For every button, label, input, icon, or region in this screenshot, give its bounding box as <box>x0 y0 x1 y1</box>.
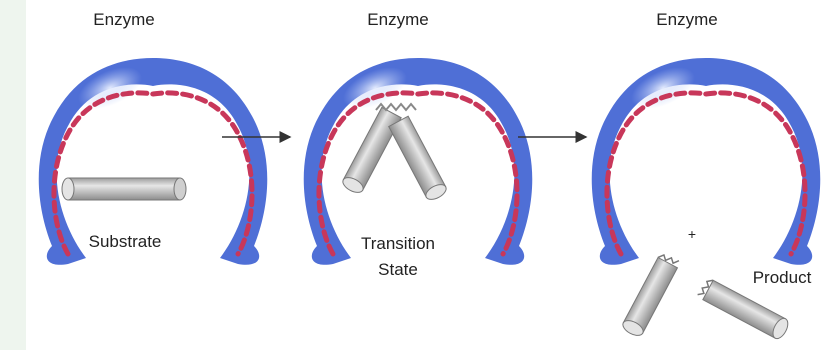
enzyme-label-2: Enzyme <box>362 8 434 32</box>
enzyme-3 <box>592 58 821 265</box>
product-label: Product <box>744 266 820 290</box>
enzyme-label-1: Enzyme <box>88 8 160 32</box>
substrate-cylinder <box>62 178 186 200</box>
enzyme-label-3: Enzyme <box>651 8 723 32</box>
product-cylinder-1 <box>620 251 680 338</box>
transition-state-cylinder <box>340 104 448 202</box>
transition-state-label-line2: State <box>350 258 446 282</box>
transition-state-label-line1: Transition <box>350 232 446 256</box>
substrate-label: Substrate <box>80 230 170 254</box>
plus-sign: + <box>684 222 700 246</box>
